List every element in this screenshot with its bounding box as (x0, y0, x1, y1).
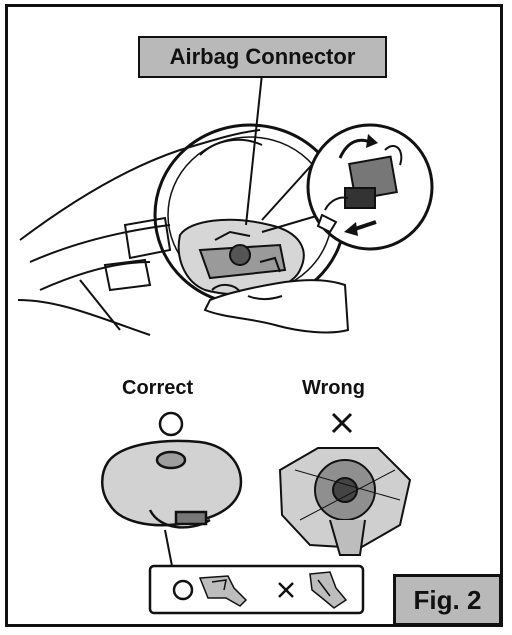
wrong-label: Wrong (302, 377, 365, 400)
circle-mark-icon (160, 413, 182, 435)
correct-label: Correct (122, 377, 193, 400)
magnified-connector-detail (308, 125, 432, 249)
airbag-face-down-drawing (280, 448, 410, 555)
airbag-face-up-drawing (102, 441, 241, 528)
wrong-symbol (333, 414, 351, 432)
figure-number-label: Fig. 2 (393, 574, 502, 626)
correct-symbol (160, 413, 182, 435)
detail-leader-line (165, 530, 172, 566)
airbag-connector-label: Airbag Connector (138, 36, 387, 78)
